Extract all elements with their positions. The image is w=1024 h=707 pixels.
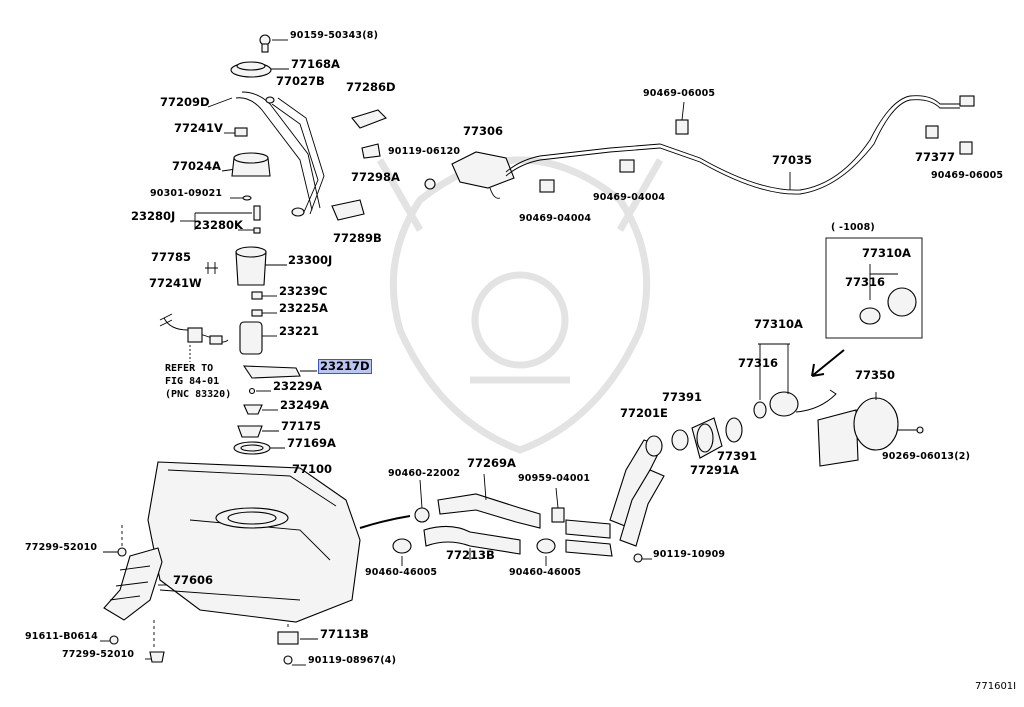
part-label-77241v: 77241V — [174, 121, 223, 135]
part-label-77291a: 77291A — [690, 463, 739, 477]
part-label-90959-04001: 90959-04001 — [518, 473, 591, 484]
part-label-90460-46005b: 90460-46005 — [509, 567, 582, 578]
part-label-77035: 77035 — [772, 153, 813, 167]
part-label-90301-09021: 90301-09021 — [150, 188, 223, 199]
part-label-77213b: 77213B — [446, 548, 495, 562]
fuel-pump-assembly — [159, 34, 301, 455]
part-label-77310ab: 77310A — [754, 317, 803, 331]
part-label-77391b: 77391 — [717, 449, 758, 463]
part-label-90269-06013: 90269-06013(2) — [882, 451, 971, 462]
part-label-23217d[interactable]: 23217D — [318, 359, 372, 374]
part-label-23239c: 23239C — [279, 284, 328, 298]
part-label-23249a: 23249A — [280, 398, 329, 412]
part-label-77299-52010a: 77299-52010 — [25, 542, 98, 553]
part-label-77310aa: 77310A — [862, 246, 911, 260]
part-label-77168a: 77168A — [291, 57, 340, 71]
part-label-90119-08967: 90119-08967(4) — [308, 655, 397, 666]
part-label-77316b: 77316 — [738, 356, 779, 370]
part-label-90119-10909: 90119-10909 — [653, 549, 726, 560]
part-label-range: ( -1008) — [831, 222, 875, 233]
part-label-77100: 77100 — [292, 462, 333, 476]
part-label-77350: 77350 — [855, 368, 896, 382]
part-label-91611-b0614: 91611-B0614 — [25, 631, 98, 642]
part-label-77024a: 77024A — [172, 159, 221, 173]
part-label-refer1: REFER TO — [165, 363, 214, 374]
part-label-77209d: 77209D — [160, 95, 210, 109]
part-label-90469-06005a: 90469-06005 — [643, 88, 716, 99]
part-label-77269a: 77269A — [467, 456, 516, 470]
part-label-23221: 23221 — [279, 324, 320, 338]
part-label-77289b: 77289B — [333, 231, 382, 245]
part-label-23280j: 23280J — [131, 209, 176, 223]
part-label-90460-22002: 90460-22002 — [388, 468, 461, 479]
part-label-23300j: 23300J — [288, 253, 333, 267]
part-label-77785: 77785 — [151, 250, 192, 264]
part-label-77241w: 77241W — [149, 276, 202, 290]
part-label-77027b: 77027B — [276, 74, 325, 88]
watermark-emblem — [376, 156, 664, 454]
filler-pipe — [609, 343, 924, 547]
inset-box — [825, 237, 923, 339]
part-label-77606: 77606 — [173, 573, 214, 587]
part-label-77113b: 77113B — [320, 627, 369, 641]
part-label-90119-06120: 90119-06120 — [388, 146, 461, 157]
part-label-77299-52010b: 77299-52010 — [62, 649, 135, 660]
part-label-77298a: 77298A — [351, 170, 400, 184]
part-label-90469-04004b: 90469-04004 — [593, 192, 666, 203]
part-label-figure-code: 771601I — [975, 681, 1017, 692]
part-label-23280k: 23280K — [194, 218, 243, 232]
part-label-90159-50343: 90159-50343(8) — [290, 30, 379, 41]
evap-assembly — [424, 95, 975, 199]
part-label-23225a: 23225A — [279, 301, 328, 315]
fuel-tubes — [235, 91, 387, 221]
part-label-refer3: (PNC 83320) — [165, 389, 232, 400]
part-label-77391a: 77391 — [662, 390, 703, 404]
part-label-77286d: 77286D — [346, 80, 396, 94]
fuel-tank — [103, 461, 361, 665]
part-label-77201e: 77201E — [620, 406, 668, 420]
part-label-77306: 77306 — [463, 124, 504, 138]
part-label-77377: 77377 — [915, 150, 956, 164]
part-label-77169a: 77169A — [287, 436, 336, 450]
part-label-90469-06005b: 90469-06005 — [931, 170, 1004, 181]
part-label-90460-46005a: 90460-46005 — [365, 567, 438, 578]
part-label-refer2: FIG 84-01 — [165, 376, 220, 387]
hoses-and-clamps — [359, 473, 652, 566]
part-label-90469-04004a: 90469-04004 — [519, 213, 592, 224]
part-label-77316a: 77316 — [845, 275, 886, 289]
part-label-77175: 77175 — [281, 419, 322, 433]
part-label-23229a: 23229A — [273, 379, 322, 393]
